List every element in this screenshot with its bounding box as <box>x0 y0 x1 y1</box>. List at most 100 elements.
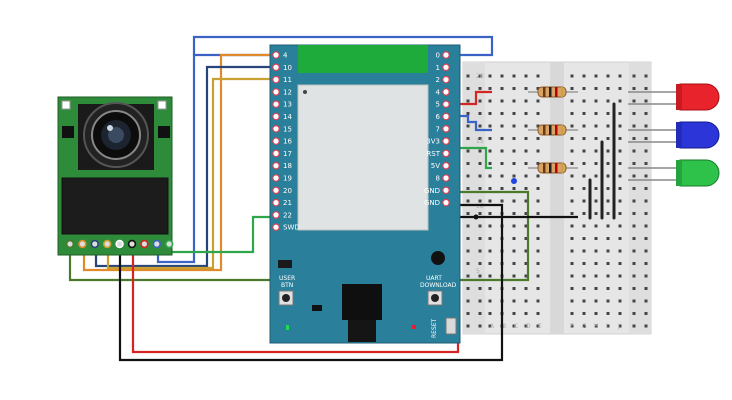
bb-hole <box>524 299 528 303</box>
bb-hole <box>644 162 648 165</box>
bb-hole <box>594 87 598 90</box>
bb-hole <box>606 87 610 90</box>
bb-hole <box>524 99 528 103</box>
right-pin-label: RST <box>426 150 440 158</box>
bb-hole <box>524 324 528 328</box>
bb-hole <box>582 262 586 265</box>
bb-hole <box>536 149 540 153</box>
bb-hole <box>512 112 516 115</box>
bb-hole <box>606 324 610 328</box>
bb-hole <box>618 187 622 190</box>
bb-hole <box>488 99 492 103</box>
bb-hole <box>478 162 482 165</box>
bb-hole <box>618 249 622 253</box>
bb-hole <box>606 312 610 315</box>
bb-hole <box>644 237 648 240</box>
left-pin <box>272 100 280 109</box>
bb-hole <box>618 112 622 115</box>
bb-hole <box>536 274 540 278</box>
right-pin-label: 8 <box>436 175 440 183</box>
bb-hole <box>466 187 470 190</box>
bb-hole <box>500 99 504 103</box>
bb-hole <box>488 287 492 290</box>
left-pin-label: 17 <box>283 150 292 158</box>
left-pin <box>272 112 280 121</box>
bb-hole <box>632 249 636 253</box>
bb-hole <box>618 87 622 90</box>
right-pin <box>442 100 450 109</box>
bb-hole <box>478 287 482 290</box>
bb-hole <box>524 187 528 190</box>
bb-hole <box>488 112 492 115</box>
bb-hole <box>582 174 586 178</box>
bb-row-letter: G <box>582 323 587 330</box>
left-pin <box>272 161 280 170</box>
bb-hole <box>478 262 482 265</box>
bb-hole <box>570 274 574 278</box>
bb-hole <box>582 187 586 190</box>
bb-hole <box>478 149 482 153</box>
bb-hole <box>478 249 482 253</box>
led-red <box>628 83 720 111</box>
bb-hole <box>488 74 492 78</box>
bb-hole <box>582 74 586 78</box>
bb-hole <box>606 174 610 178</box>
bb-hole <box>536 74 540 78</box>
bb-hole <box>478 299 482 303</box>
bb-hole <box>466 74 470 78</box>
bb-hole <box>524 262 528 265</box>
wire-black <box>118 203 504 362</box>
camera-pin <box>90 239 100 249</box>
bb-hole <box>570 237 574 240</box>
bb-hole <box>618 137 622 140</box>
bb-hole <box>618 299 622 303</box>
bb-hole <box>632 99 636 103</box>
bb-hole <box>524 174 528 178</box>
left-pin-label: 12 <box>283 88 292 96</box>
left-pin-label: 14 <box>283 113 292 121</box>
bb-hole <box>618 224 622 228</box>
bb-hole <box>594 74 598 78</box>
bb-hole <box>632 87 636 90</box>
left-pin-label: 19 <box>283 175 292 183</box>
bb-hole <box>644 187 648 190</box>
wire-yellow <box>106 77 271 270</box>
bb-hole <box>644 212 648 215</box>
bb-hole <box>644 224 648 228</box>
bb-hole <box>512 137 516 140</box>
btn-label: BTN <box>281 282 293 289</box>
bb-hole <box>478 112 482 115</box>
bb-hole <box>478 212 482 215</box>
bb-row-letter: A <box>490 323 495 330</box>
bb-hole <box>524 224 528 228</box>
bb-hole <box>512 124 516 128</box>
bb-hole <box>488 149 492 153</box>
right-pin-label: GND <box>424 199 440 207</box>
bb-hole <box>488 324 492 328</box>
bb-hole <box>536 324 540 328</box>
bb-hole <box>594 174 598 178</box>
bb-hole <box>512 99 516 103</box>
bb-hole <box>536 137 540 140</box>
bb-hole <box>488 274 492 278</box>
bb-hole <box>632 237 636 240</box>
bb-hole <box>536 287 540 290</box>
bb-hole <box>632 199 636 203</box>
left-pin-label: 16 <box>283 138 292 146</box>
bb-hole <box>644 112 648 115</box>
bb-hole <box>478 99 482 103</box>
bb-row-letter: D <box>526 323 531 330</box>
right-pin-label: 2 <box>436 76 440 84</box>
bb-hole <box>582 249 586 253</box>
reset-button[interactable] <box>445 317 457 335</box>
bb-hole <box>594 274 598 278</box>
left-pin-label: SWD <box>283 224 300 232</box>
camera-pin <box>115 239 124 249</box>
bb-hole <box>524 212 528 215</box>
bb-hole <box>582 112 586 115</box>
bb-hole <box>512 287 516 290</box>
bb-hole <box>512 274 516 278</box>
bb-hole <box>500 112 504 115</box>
left-pin <box>272 125 280 133</box>
